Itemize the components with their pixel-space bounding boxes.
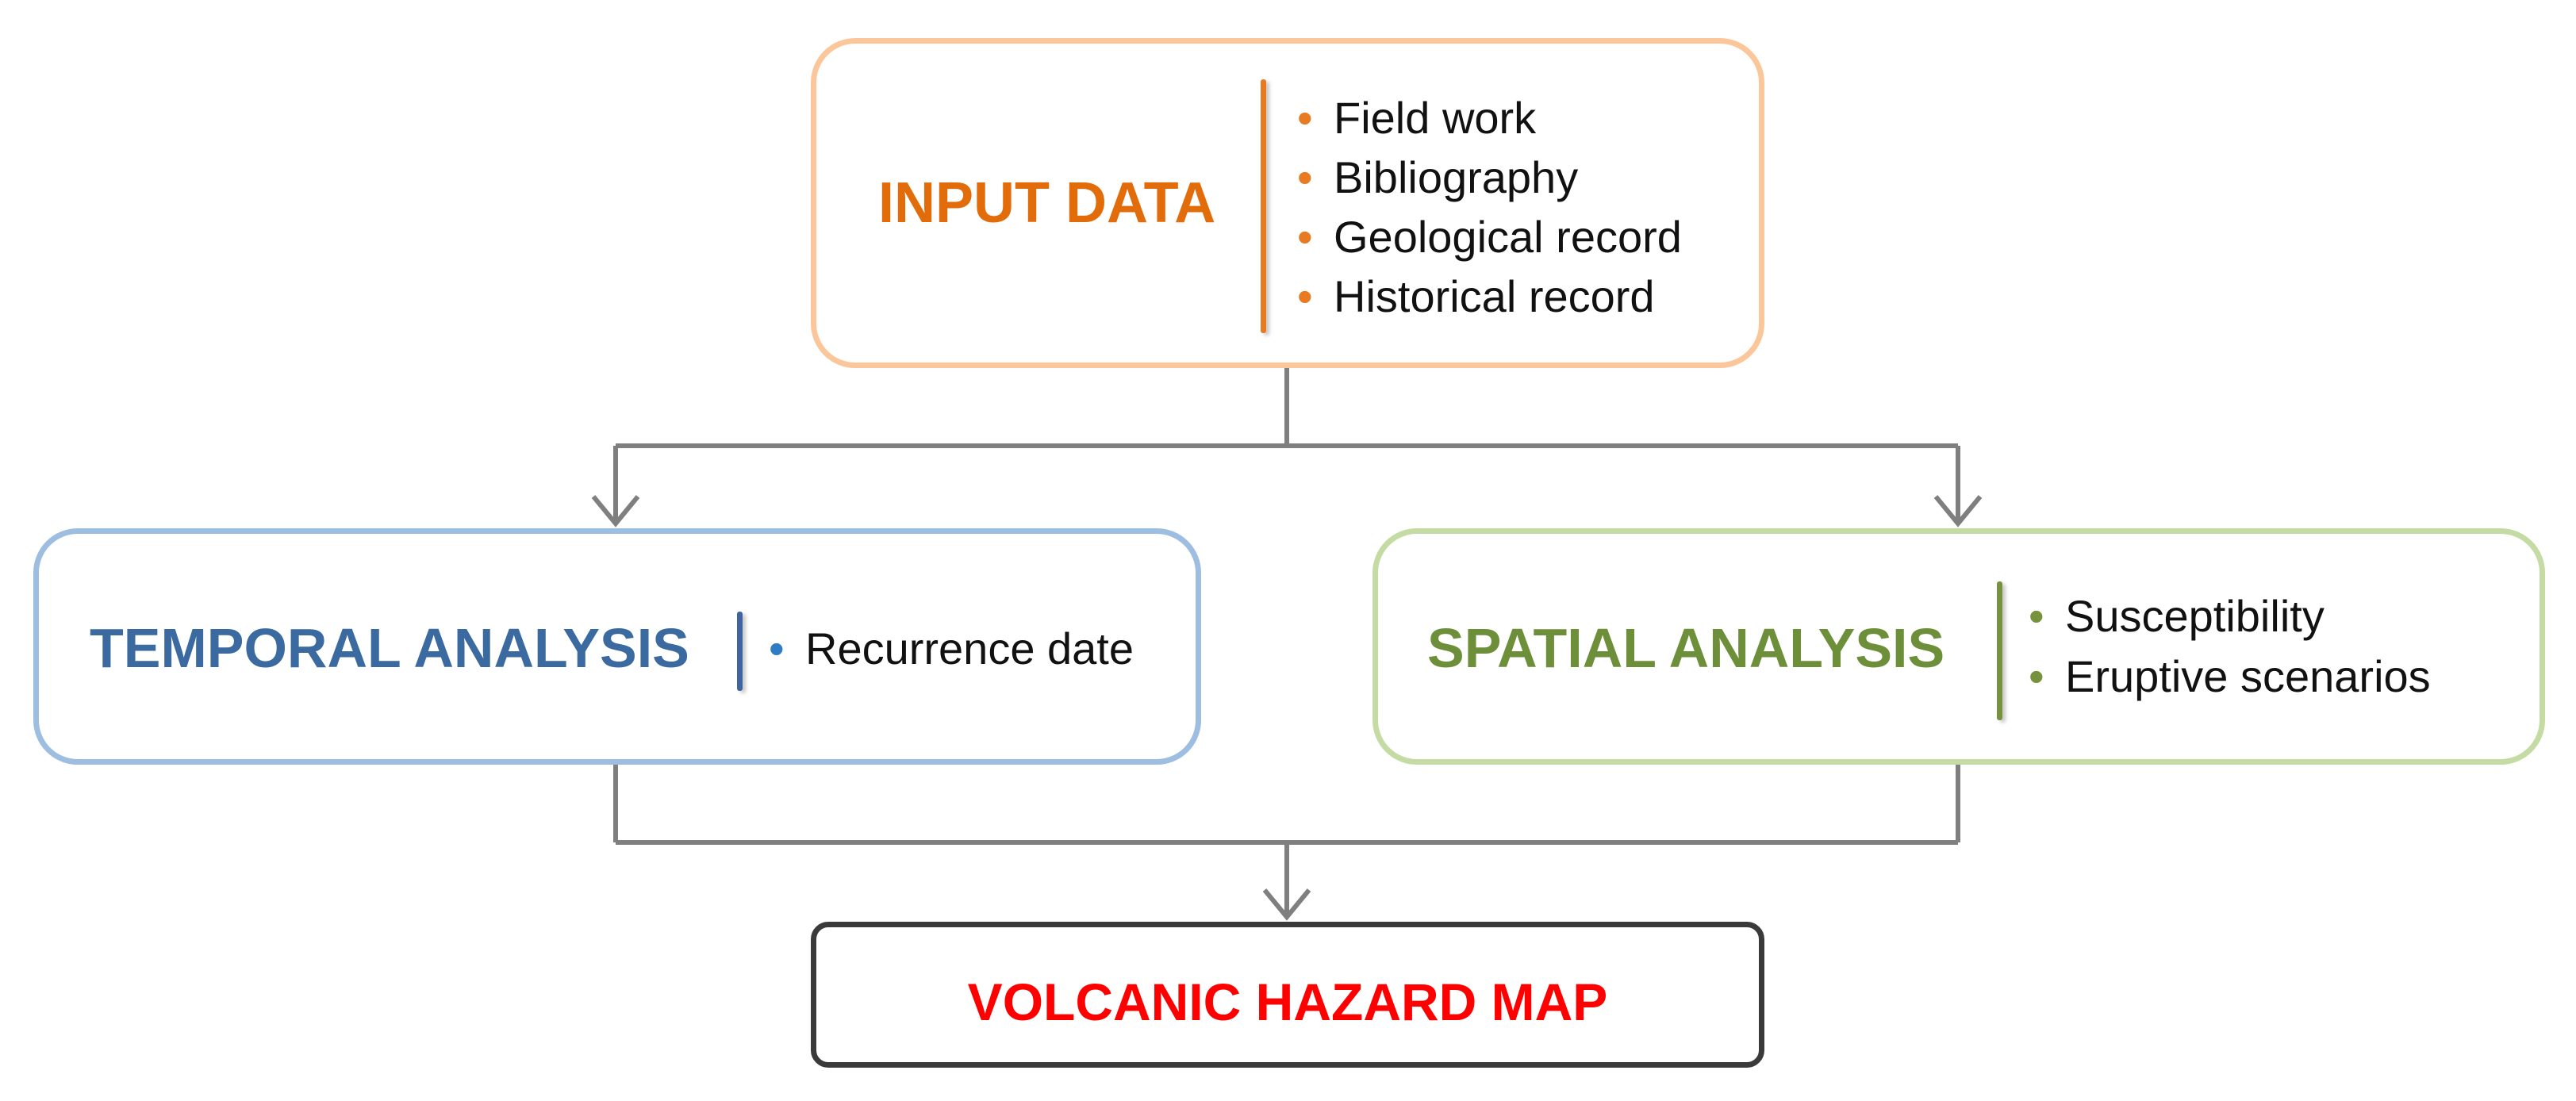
- bullet-icon: •: [1297, 152, 1313, 202]
- temporal-analysis-box: TEMPORAL ANALYSIS • Recurrence date: [33, 528, 1201, 765]
- input-divider-bar: [1261, 79, 1266, 333]
- input-item-historical-record: Historical record: [1334, 271, 1655, 321]
- arrowhead-temporal: [591, 495, 640, 527]
- list-item: • Geological record: [1297, 207, 1682, 267]
- temporal-item-recurrence-date: Recurrence date: [805, 623, 1134, 673]
- bullet-icon: •: [1297, 271, 1313, 321]
- input-item-field-work: Field work: [1334, 93, 1537, 143]
- input-data-title: INPUT DATA: [878, 171, 1216, 235]
- spatial-analysis-title: SPATIAL ANALYSIS: [1427, 617, 1945, 679]
- bullet-icon: •: [769, 623, 785, 673]
- bullet-icon: •: [1297, 93, 1313, 143]
- list-item: • Recurrence date: [769, 620, 1134, 678]
- bullet-icon: •: [2029, 651, 2044, 701]
- list-item: • Historical record: [1297, 267, 1682, 326]
- bullet-icon: •: [1297, 212, 1313, 262]
- volcanic-hazard-map-title: VOLCANIC HAZARD MAP: [967, 972, 1608, 1031]
- temporal-divider-bar: [737, 612, 743, 691]
- spatial-item-susceptibility: Susceptibility: [2065, 591, 2325, 641]
- input-item-geological-record: Geological record: [1334, 212, 1682, 262]
- arrowhead-spatial: [1933, 495, 1983, 527]
- input-item-bibliography: Bibliography: [1334, 152, 1579, 202]
- spatial-analysis-box: SPATIAL ANALYSIS • Susceptibility • Erup…: [1372, 528, 2545, 765]
- input-data-list: • Field work • Bibliography • Geological…: [1297, 88, 1682, 326]
- temporal-analysis-title: TEMPORAL ANALYSIS: [90, 617, 689, 679]
- bullet-icon: •: [2029, 591, 2044, 641]
- arrowhead-hazard: [1262, 888, 1311, 921]
- temporal-analysis-list: • Recurrence date: [769, 620, 1134, 678]
- list-item: • Bibliography: [1297, 148, 1682, 207]
- spatial-divider-bar: [1997, 581, 2002, 720]
- spatial-analysis-list: • Susceptibility • Eruptive scenarios: [2029, 586, 2431, 707]
- list-item: • Eruptive scenarios: [2029, 646, 2431, 707]
- list-item: • Field work: [1297, 88, 1682, 148]
- list-item: • Susceptibility: [2029, 586, 2431, 646]
- volcanic-hazard-map-box: VOLCANIC HAZARD MAP: [811, 922, 1764, 1068]
- input-data-box: INPUT DATA • Field work • Bibliography •…: [811, 38, 1764, 368]
- spatial-item-eruptive-scenarios: Eruptive scenarios: [2065, 651, 2431, 701]
